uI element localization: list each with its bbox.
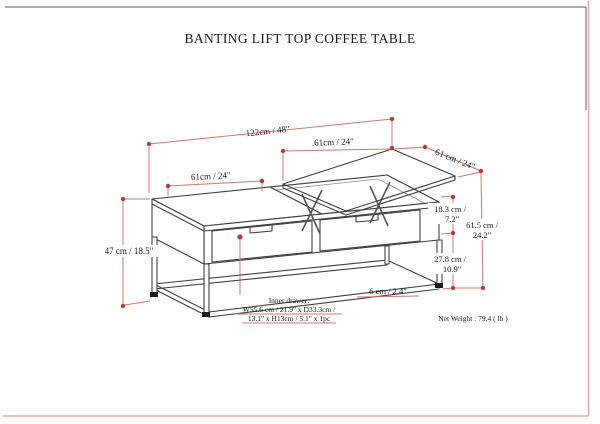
drawer-left [211,220,313,263]
lift-top-panel [282,148,456,216]
dim-clearance-label-1: 27.8 cm / [434,254,467,264]
dim-lift-half-line [282,148,393,152]
drawer-handle-notch [249,225,273,234]
dim-table-height-label: 47 cm / 18.5" [105,246,154,256]
notes: Inner drawer: W55.6 cm / 21.9" x D33.3cm… [236,296,508,324]
dim-top-depth-label: 61 cm / 24" [434,147,477,172]
drawer-handle-notch [355,214,379,223]
drawer-right [319,209,421,252]
dim-rail-height-label: 6 cm / 2.4" [369,286,406,296]
dim-lifted-height-label-1: 61.5 cm / [466,220,499,230]
dim-lift-half-label: .61cm / 24" [312,136,355,147]
dim-overall-length-line [148,118,393,145]
dim-lifted-height-label-2: 24.2" [473,230,491,240]
inner-drawer-note-line1: Inner drawer: [269,296,310,305]
dim-top-depth-line [424,146,482,172]
dim-body-height-label-1: 18.3 cm / [434,204,467,214]
leg-left [203,263,210,315]
net-weight-label: Net Weight : 79.4 ( lb ) [438,314,508,323]
page-title: BANTING LIFT TOP COFFEE TABLE [184,31,416,46]
dim-rail-height-leader [356,295,420,298]
dim-fixed-half-label: 61cm / 24" [191,170,231,182]
drawer-marker-dot [237,234,243,240]
table-drawing [150,148,456,318]
dim-body-height-label-2: 7.2" [445,214,459,224]
leg-back-right [384,245,390,265]
dim-overall-length-label: 122cm / 48" [245,124,290,139]
inner-drawer-note-line2: W55.6 cm / 21.9" x D33.3cm / [243,305,336,314]
lift-mechanism [301,181,391,235]
dim-fixed-half-line [167,180,263,187]
page-border [3,1,590,417]
inner-drawer-note-line3: 13.1" x H13cm / 5.1" x 1pc [248,314,331,323]
dim-clearance-label-2: 10.9" [443,264,461,274]
